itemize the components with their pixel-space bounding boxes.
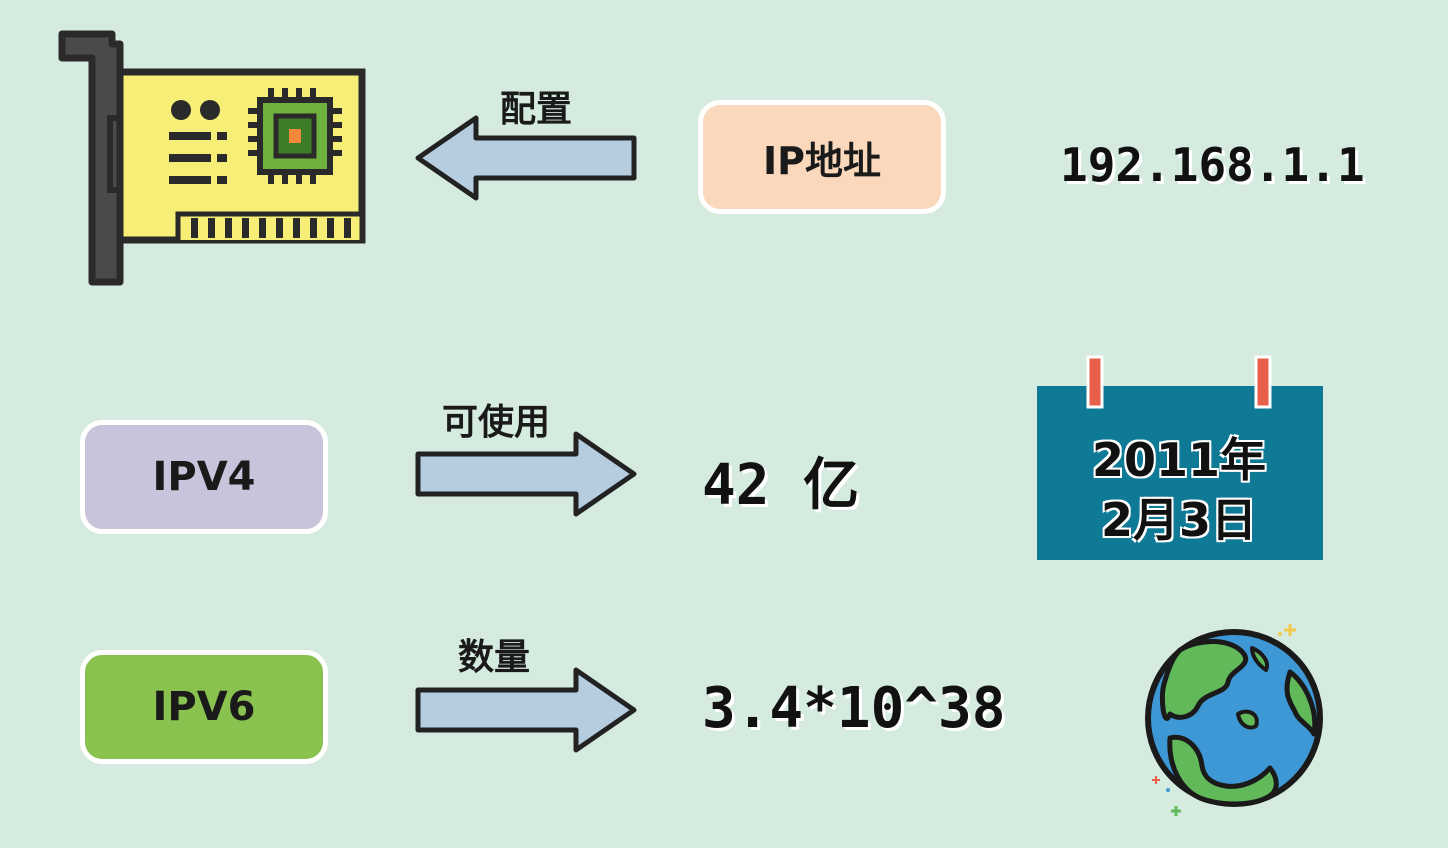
quantity-label: 数量 (458, 637, 531, 678)
ipv6-label: IPV6 (152, 684, 256, 730)
ip-address-pill: IP地址 (698, 100, 946, 214)
ipv4-pill: IPV4 (80, 420, 328, 534)
ip-address-label: IP地址 (763, 138, 881, 183)
arrow-right-icon (415, 431, 637, 517)
arrow-right-icon (415, 667, 637, 753)
ip-address-value: 192.168.1.1 (1060, 138, 1365, 192)
globe-icon (1145, 624, 1323, 816)
configure-label: 配置 (500, 89, 573, 130)
calendar-date: 2月3日 (1100, 493, 1257, 547)
ipv6-pill: IPV6 (80, 650, 328, 764)
ipv4-amount: 42 亿 (702, 453, 860, 518)
ipv6-amount: 3.4*10^38 (702, 676, 1006, 741)
network-card-icon (58, 30, 366, 286)
arrow-left-icon (415, 115, 637, 201)
calendar-year: 2011年 (1091, 433, 1267, 487)
usable-label: 可使用 (442, 402, 551, 443)
ipv4-label: IPV4 (152, 454, 256, 500)
calendar-icon (1037, 355, 1323, 560)
